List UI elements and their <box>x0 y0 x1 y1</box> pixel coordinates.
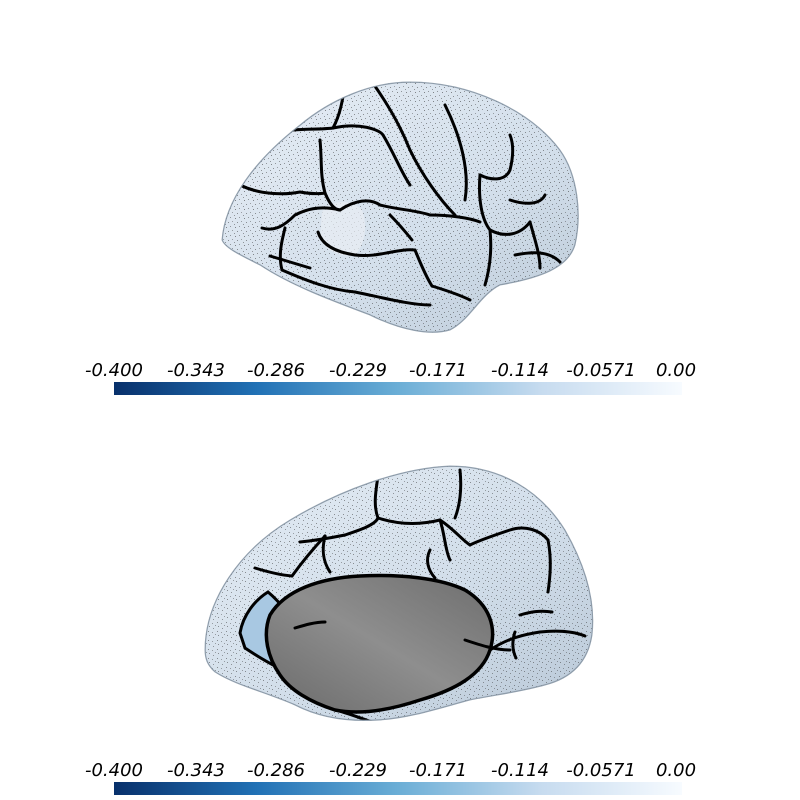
colorbar-tick: -0.343 <box>166 760 226 781</box>
medial-wall <box>264 573 495 714</box>
colorbar-medial: -0.400 -0.343 -0.286 -0.229 -0.171 -0.11… <box>0 400 800 800</box>
colorbar-tick: 0.00 <box>655 760 697 781</box>
colorbar-gradient <box>114 382 682 395</box>
colorbar-gradient <box>114 782 682 795</box>
colorbar-tick: 0.00 <box>655 360 697 381</box>
colorbar-tick: -0.171 <box>408 760 468 781</box>
colorbar-tick: -0.229 <box>328 360 388 381</box>
parcel-outlines-lateral <box>238 82 562 307</box>
parcel-outlines-medial <box>253 468 587 721</box>
colorbar-lateral: -0.400 -0.343 -0.286 -0.229 -0.171 -0.11… <box>84 360 697 395</box>
colorbar-tick: -0.400 <box>84 360 144 381</box>
colorbar-tick: -0.0571 <box>566 760 636 781</box>
colorbar-tick: -0.114 <box>490 360 550 381</box>
brain-lateral-surface <box>221 81 579 333</box>
colorbar-tick: -0.114 <box>490 760 550 781</box>
brain-medial-surface <box>204 465 594 721</box>
brain-panel-lateral: -0.400 -0.343 -0.286 -0.229 -0.171 -0.11… <box>84 81 697 395</box>
colorbar-tick: -0.343 <box>166 360 226 381</box>
colorbar-tick: -0.171 <box>408 360 468 381</box>
brain-panel-medial: -0.400 -0.343 -0.286 -0.229 -0.171 -0.11… <box>0 400 800 800</box>
colorbar-tick: -0.286 <box>246 760 306 781</box>
colorbar-tick: -0.229 <box>328 760 388 781</box>
colorbar-tick: -0.0571 <box>566 360 636 381</box>
colorbar-tick: -0.286 <box>246 360 306 381</box>
colorbar-tick: -0.400 <box>84 760 144 781</box>
